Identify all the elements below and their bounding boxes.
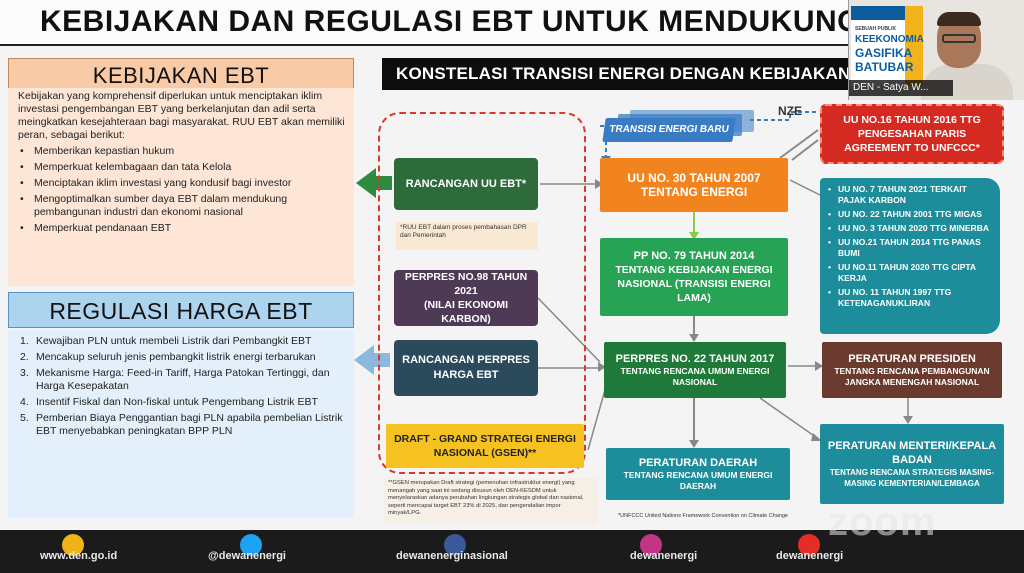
rancangan-uu-label: RANCANGAN UU EBT* — [405, 178, 527, 190]
list-item: UU NO. 3 TAHUN 2020 TTG MINERBA — [828, 223, 994, 234]
rancangan-uu-note: *RUU EBT dalam proses pembahasan DPR dan… — [396, 222, 538, 250]
uu30-label: UU NO. 30 TAHUN 2007 — [627, 171, 761, 185]
footer-instagram: dewanenergi — [630, 550, 698, 562]
gsen-box: DRAFT - GRAND STRATEGI ENERGI NASIONAL (… — [386, 424, 584, 468]
nze-label: NZE — [778, 104, 802, 118]
list-text: Pemberian Biaya Penggantian bagi PLN apa… — [36, 412, 343, 437]
perpres22-sub: TENTANG RENCANA UMUM ENERGI NASIONAL — [620, 366, 770, 387]
list-item: 4. Insentif Fiskal dan Non-fiskal untuk P… — [20, 396, 346, 409]
kebijakan-body: Kebijakan yang komprehensif diperlukan u… — [8, 88, 354, 286]
perpres22-box: PERPRES NO. 22 TAHUN 2017 TENTANG RENCAN… — [604, 342, 786, 398]
rancangan-uu-box: RANCANGAN UU EBT* — [394, 158, 538, 210]
transisi-energi-baru: TRANSISI ENERGI BARU — [602, 118, 736, 142]
banner-text: GASIFIKA — [855, 46, 913, 60]
twitter-icon — [240, 534, 262, 556]
list-number: 4. — [20, 396, 29, 408]
rancangan-perpres-label: RANCANGAN PERPRES HARGA EBT — [402, 354, 530, 381]
list-item: 3. Mekanisme Harga: Feed-in Tariff, Harga… — [20, 367, 346, 393]
list-item: Memperkuat pendanaan EBT — [18, 222, 346, 235]
pp79-box: PP NO. 79 TAHUN 2014 TENTANG KEBIJAKAN E… — [600, 238, 788, 316]
list-text: Kewajiban PLN untuk membeli Listrik dari… — [36, 335, 312, 347]
footer-facebook: dewanenerginasional — [396, 550, 508, 562]
banner-text: BATUBAR — [855, 60, 914, 74]
list-number: 5. — [20, 412, 29, 424]
uu-list: UU NO. 7 TAHUN 2021 TERKAIT PAJAK KARBON… — [820, 178, 1000, 334]
draft-dashed-frame — [378, 112, 586, 474]
uu16-box: UU NO.16 TAHUN 2016 TTG PENGESAHAN PARIS… — [820, 104, 1004, 164]
kebijakan-list: Memberikan kepastian hukum Memperkuat ke… — [18, 145, 346, 235]
banner-text: KEEKONOMIA — [855, 34, 924, 45]
list-number: 1. — [20, 335, 29, 347]
perpres-rpjmn-label: PERATURAN PRESIDEN — [848, 353, 976, 365]
pp79-sub: TENTANG KEBIJAKAN ENERGI NASIONAL (TRANS… — [615, 264, 773, 304]
kebijakan-header: KEBIJAKAN EBT — [8, 58, 354, 92]
speaker-glasses — [942, 34, 976, 43]
perpres22-label: PERPRES NO. 22 TAHUN 2017 — [615, 353, 775, 365]
banner-text: SEBUAH PUBLIK — [855, 26, 897, 32]
permen-sub: TENTANG RENCANA STRATEGIS MASING-MASING … — [829, 468, 995, 488]
footer-youtube: dewanenergi — [776, 550, 844, 562]
perpres98-sub: (NILAI EKONOMI KARBON) — [424, 299, 508, 325]
web-icon — [62, 534, 84, 556]
slide-title: KEBIJAKAN DAN REGULASI EBT UNTUK MENDUKU… — [40, 5, 889, 38]
gsen-note: **GSEN merupakan Draft strategi (pemenuh… — [384, 478, 598, 524]
list-number: 3. — [20, 367, 29, 379]
list-item: Menciptakan iklim investasi yang kondusi… — [18, 177, 346, 190]
list-item: Mengoptimalkan sumber daya EBT dalam men… — [18, 193, 346, 219]
perda-label: PERATURAN DAERAH — [638, 457, 758, 469]
konstelasi-title: KONSTELASI TRANSISI ENERGI DENGAN KEBIJA… — [382, 58, 852, 90]
list-item: 5. Pemberian Biaya Penggantian bagi PLN a… — [20, 412, 346, 438]
perda-box: PERATURAN DAERAH TENTANG RENCANA UMUM EN… — [606, 448, 790, 500]
participant-video[interactable]: SEBUAH PUBLIK KEEKONOMIA GASIFIKA BATUBA… — [848, 0, 1024, 100]
arrow-left-green-icon — [356, 168, 392, 198]
list-item: UU NO. 11 TAHUN 1997 TTG KETENAGANUKLIRA… — [828, 287, 994, 309]
arrow-left-blue-icon — [354, 345, 390, 375]
regulasi-body: 1. Kewajiban PLN untuk membeli Listrik da… — [8, 330, 354, 518]
perda-sub: TENTANG RENCANA UMUM ENERGI DAERAH — [623, 470, 773, 491]
youtube-icon — [798, 534, 820, 556]
regulasi-header: REGULASI HARGA EBT — [8, 292, 354, 328]
list-text: Mekanisme Harga: Feed-in Tariff, Harga P… — [36, 367, 330, 392]
list-number: 2. — [20, 351, 29, 363]
list-item: 2. Mencakup seluruh jenis pembangkit list… — [20, 351, 346, 364]
footer-twitter: @dewanenergi — [208, 550, 286, 562]
list-item: Memperkuat kelembagaan dan tata Kelola — [18, 161, 346, 174]
footer-website: www.den.go.id — [40, 550, 118, 562]
uu16-label: UU NO.16 TAHUN 2016 TTG PENGESAHAN PARIS… — [843, 114, 981, 154]
instagram-icon — [640, 534, 662, 556]
zoom-watermark: zoom — [828, 500, 937, 544]
list-item: UU NO.11 TAHUN 2020 TTG CIPTA KERJA — [828, 262, 994, 284]
background-banner: SEBUAH PUBLIK KEEKONOMIA GASIFIKA BATUBA… — [851, 6, 924, 86]
permen-label: PERATURAN MENTERI/KEPALA BADAN — [827, 440, 997, 466]
gsen-label: DRAFT - GRAND STRATEGI ENERGI NASIONAL (… — [394, 433, 576, 459]
unfccc-note: *UNFCCC United Nations Framework Convent… — [618, 513, 788, 519]
participant-name: DEN - Satya W... — [849, 80, 953, 96]
list-item: UU NO. 7 TAHUN 2021 TERKAIT PAJAK KARBON — [828, 184, 994, 206]
rancangan-perpres-box: RANCANGAN PERPRES HARGA EBT — [394, 340, 538, 396]
transisi-energi-baru-label: TRANSISI ENERGI BARU — [608, 124, 730, 135]
list-item: UU NO. 22 TAHUN 2001 TTG MIGAS — [828, 209, 994, 220]
regulasi-list: 1. Kewajiban PLN untuk membeli Listrik da… — [20, 335, 346, 438]
perpres-rpjmn-box: PERATURAN PRESIDEN TENTANG RENCANA PEMBA… — [822, 342, 1002, 398]
uu30-sub: TENTANG ENERGI — [640, 185, 748, 199]
kebijakan-intro: Kebijakan yang komprehensif diperlukan u… — [18, 90, 345, 141]
list-item: UU NO.21 TAHUN 2014 TTG PANAS BUMI — [828, 237, 994, 259]
perpres-rpjmn-sub: TENTANG RENCANA PEMBANGUNAN JANGKA MENEN… — [834, 366, 990, 387]
list-text: Mencakup seluruh jenis pembangkit listri… — [36, 351, 316, 363]
slide-footer: www.den.go.id @dewanenergi dewanenergina… — [0, 530, 1024, 573]
list-item: 1. Kewajiban PLN untuk membeli Listrik da… — [20, 335, 346, 348]
perpres98-box: PERPRES NO.98 TAHUN 2021 (NILAI EKONOMI … — [394, 270, 538, 326]
pp79-label: PP NO. 79 TAHUN 2014 — [633, 250, 755, 262]
uu30-box: UU NO. 30 TAHUN 2007 TENTANG ENERGI — [600, 158, 788, 212]
list-text: Insentif Fiskal dan Non-fiskal untuk Pen… — [36, 396, 318, 408]
banner-stripe-yellow — [905, 6, 923, 86]
permen-box: PERATURAN MENTERI/KEPALA BADAN TENTANG R… — [820, 424, 1004, 504]
list-item: Memberikan kepastian hukum — [18, 145, 346, 158]
speaker-hair — [937, 12, 981, 26]
facebook-icon — [444, 534, 466, 556]
perpres98-label: PERPRES NO.98 TAHUN 2021 — [404, 271, 528, 297]
